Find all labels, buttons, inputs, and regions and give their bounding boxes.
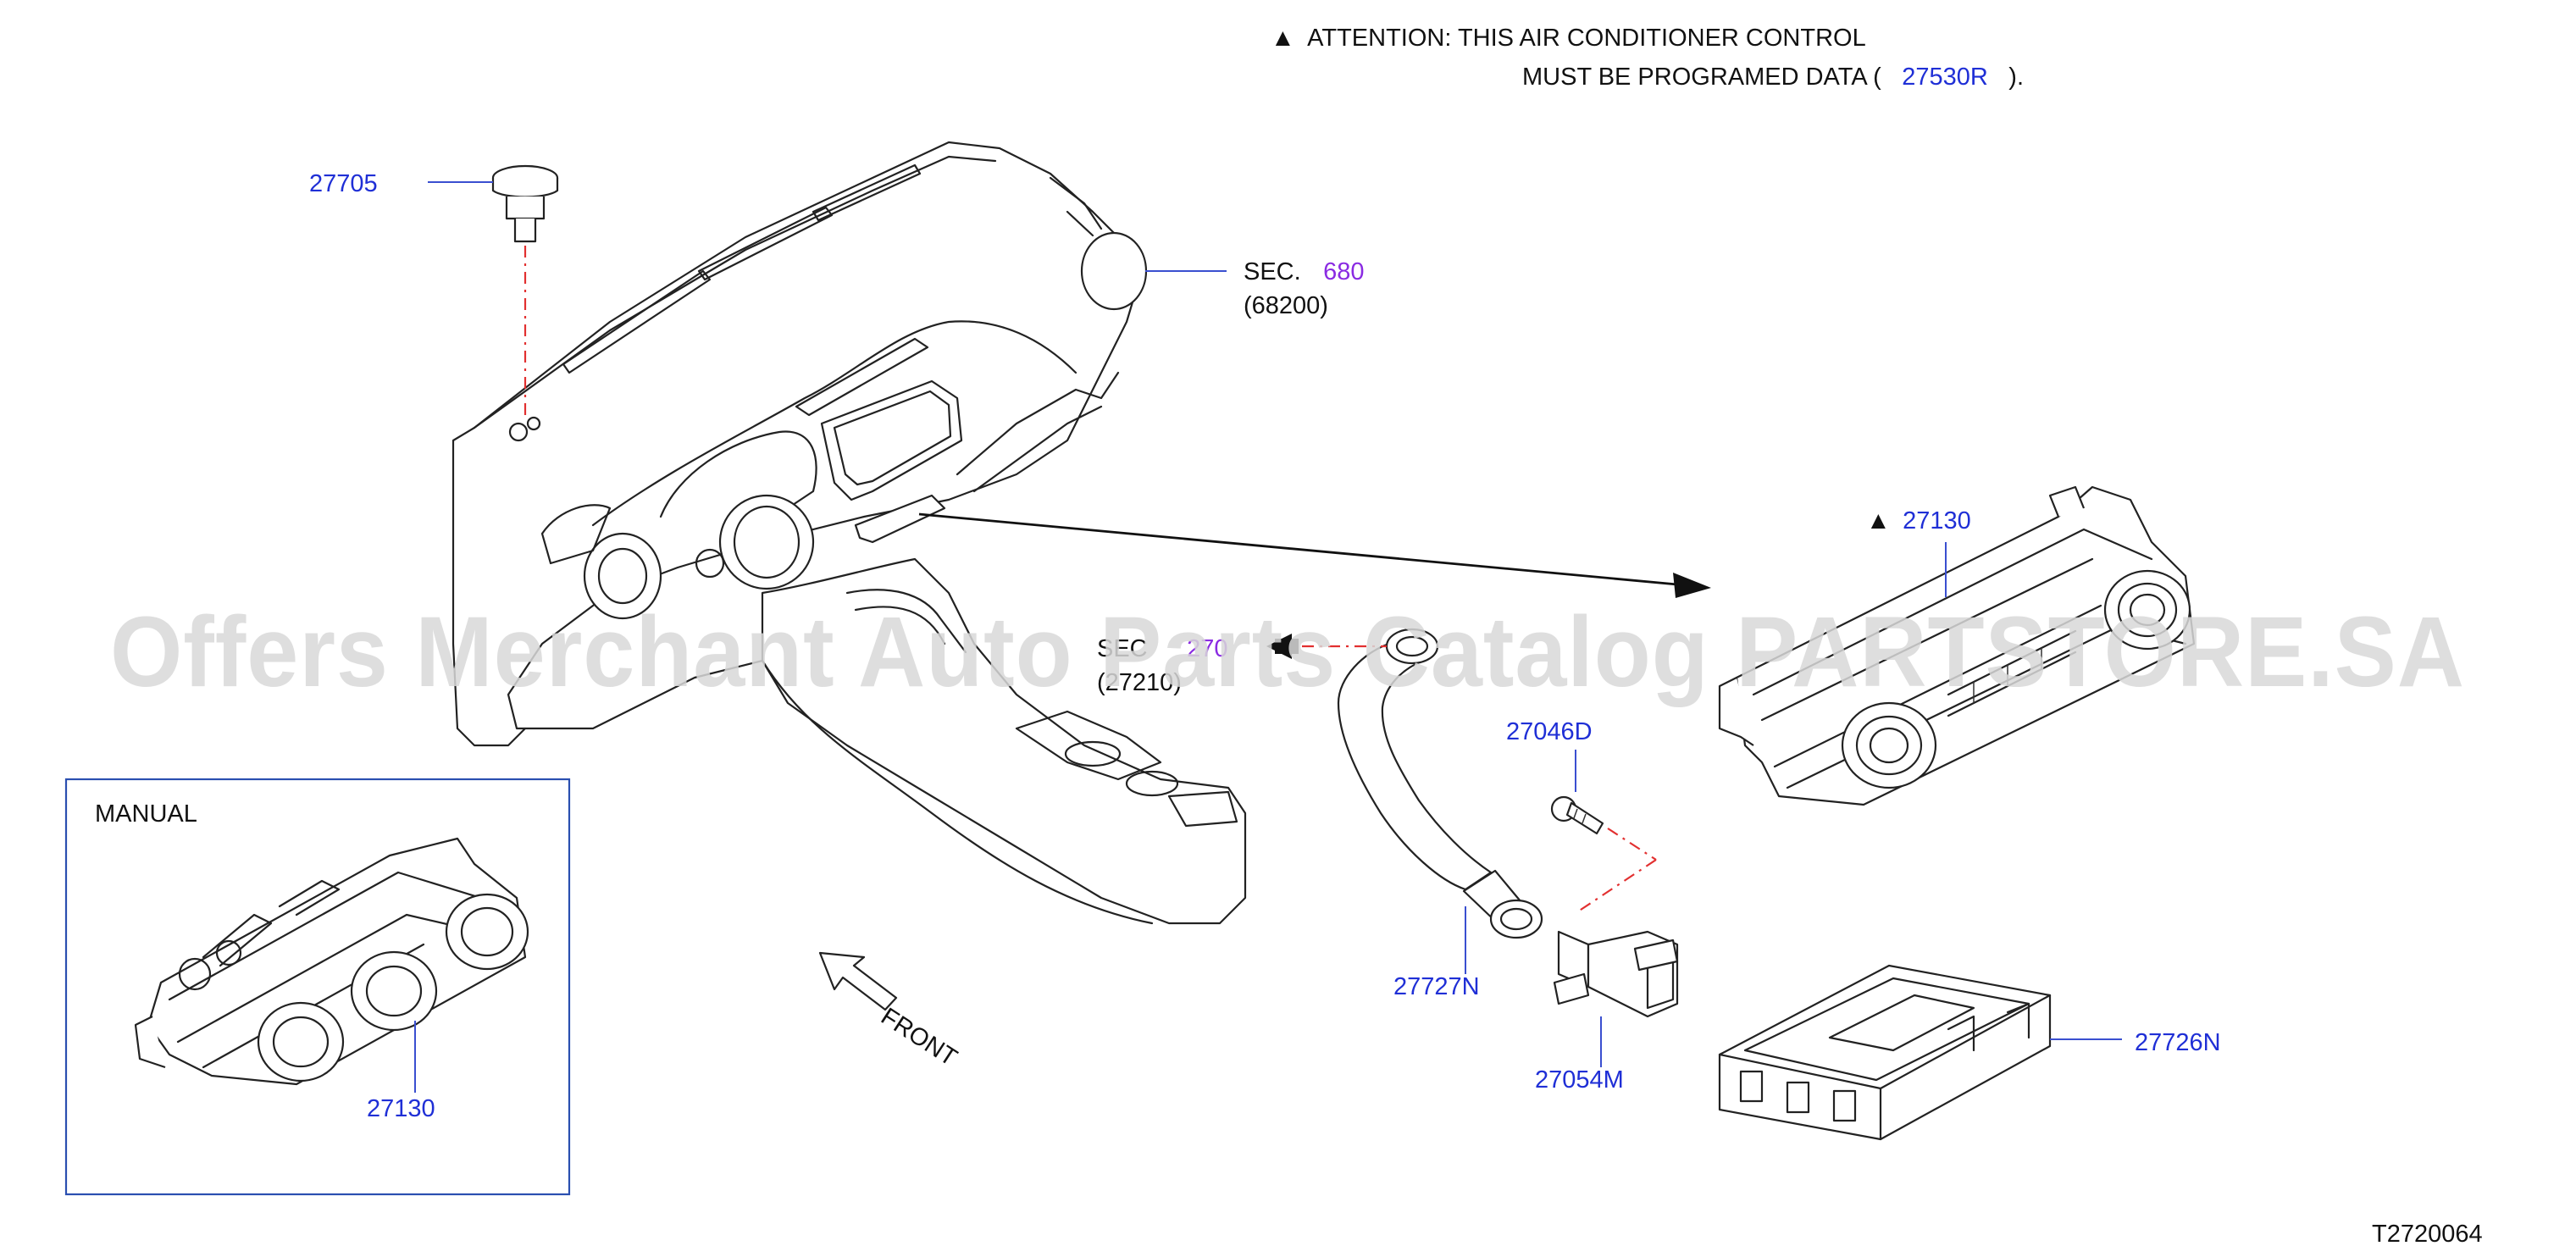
part-27054m-sensor[interactable] <box>1553 930 1679 1067</box>
part-number-27705[interactable]: 27705 <box>309 170 378 197</box>
part-number-27130-manual[interactable]: 27130 <box>367 1095 435 1122</box>
part-27726n-control-module[interactable] <box>1718 964 2122 1141</box>
attention-line-2: MUST BE PROGRAMED DATA ( 27530R ). <box>1522 64 2024 91</box>
part-number-27727n[interactable]: 27727N <box>1393 973 1480 1000</box>
part-number-27130-auto[interactable]: ▲ 27130 <box>1866 507 1971 534</box>
attention-line-1: ▲ ATTENTION: THIS AIR CONDITIONER CONTRO… <box>1271 25 1866 52</box>
part-number-27054m[interactable]: 27054M <box>1535 1066 1624 1094</box>
section-ref-680[interactable]: SEC. 680 <box>1244 258 1365 285</box>
part-27046d-screw[interactable] <box>1550 750 1657 914</box>
instrument-panel-drawing <box>451 141 1247 925</box>
diagram-code: T2720064 <box>2372 1221 2483 1248</box>
section-ref-270[interactable]: SEC 270 <box>1097 635 1227 662</box>
front-label: FRONT <box>876 1003 961 1071</box>
part-27705-sensor[interactable] <box>428 164 559 415</box>
section-sub-68200: (68200) <box>1244 292 1328 319</box>
part-number-27726n[interactable]: 27726N <box>2135 1029 2221 1056</box>
part-27727n-aspirator-duct[interactable] <box>1337 628 1543 974</box>
location-arrow <box>918 512 1711 598</box>
attention-part-27530r: 27530R <box>1902 64 1988 91</box>
manual-title: MANUAL <box>95 800 197 828</box>
part-27130-auto-ac-control[interactable] <box>1718 485 2196 806</box>
part-27130-manual-ac-control[interactable] <box>134 837 529 1093</box>
sec270-connection <box>1266 634 1387 659</box>
section-sub-27210: (27210) <box>1097 669 1182 696</box>
part-number-27046d[interactable]: 27046D <box>1506 718 1593 745</box>
watermark-text: Offers Merchant Auto Parts Catalog PARTS… <box>110 596 2465 708</box>
manual-inset-frame <box>64 778 571 1196</box>
front-arrow-icon <box>818 951 898 1011</box>
